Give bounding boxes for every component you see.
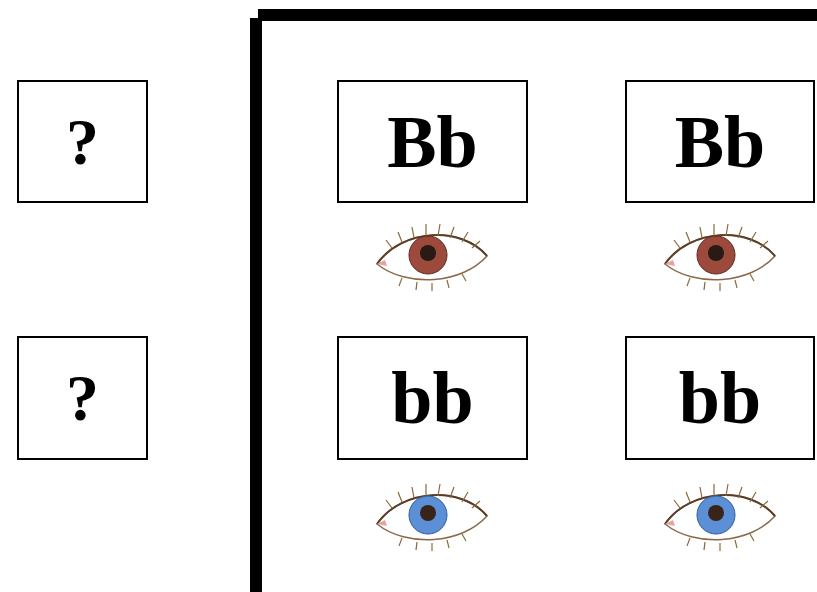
brown-eye [377,224,487,291]
genotype-text: ? [66,365,99,431]
frame-line [250,9,817,592]
genotype-box: Bb [625,80,815,203]
genotype-text: ? [66,109,99,175]
genotype-text: bb [391,361,473,435]
brown-eye [665,224,775,291]
genotype-text: Bb [675,105,766,179]
blue-eye [665,484,775,551]
genotype-text: bb [679,361,761,435]
genotype-box: Bb [337,80,528,203]
genotype-box: bb [625,336,815,460]
unknown-allele-box: ? [17,80,148,203]
genotype-text: Bb [387,105,478,179]
blue-eye [377,484,487,551]
genotype-box: bb [337,336,528,460]
unknown-allele-box: ? [17,336,148,460]
